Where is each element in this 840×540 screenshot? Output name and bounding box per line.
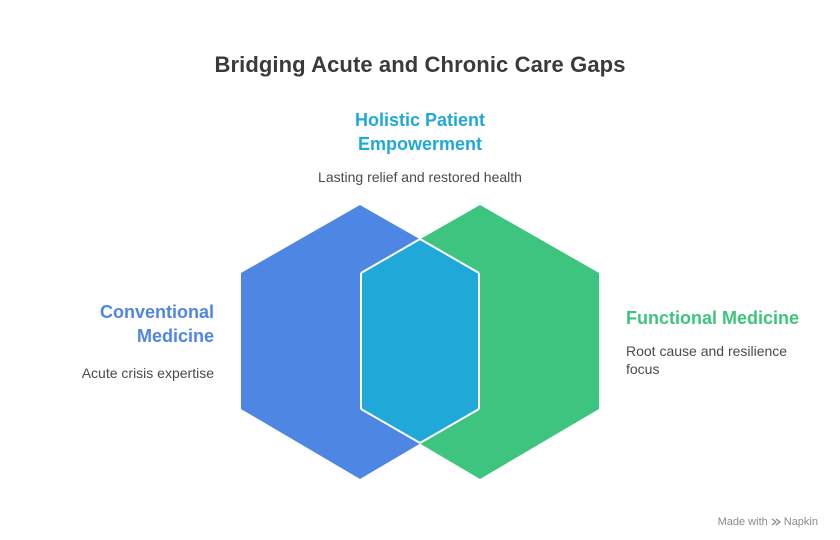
watermark-prefix: Made with xyxy=(717,516,768,528)
napkin-logo-icon xyxy=(771,517,781,527)
functional-medicine-description: Root cause and resilience focus xyxy=(626,343,788,377)
napkin-watermark: Made with Napkin xyxy=(718,516,818,528)
conventional-medicine-title: Conventional Medicine xyxy=(99,302,214,346)
holistic-empowerment-description: Lasting relief and restored health xyxy=(318,169,522,185)
holistic-empowerment-title: Holistic Patient Empowerment xyxy=(354,110,486,154)
functional-medicine-title: Functional Medicine xyxy=(626,308,800,328)
conventional-medicine-description: Acute crisis expertise xyxy=(81,365,214,381)
watermark-brand: Napkin xyxy=(783,516,818,528)
hexagon-overlap-holistic xyxy=(361,239,479,443)
diagram-title: Bridging Acute and Chronic Care Gaps xyxy=(214,52,626,77)
